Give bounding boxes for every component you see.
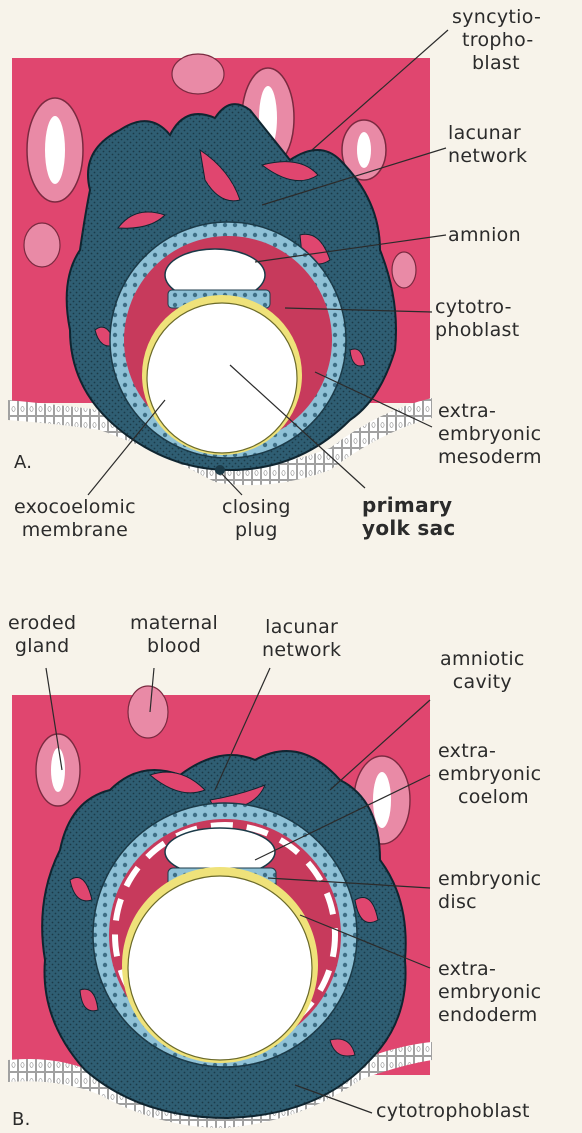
label-extraembryonic-coelom: extra- embryonic coelom: [438, 740, 541, 809]
label-cytotrophoblast-b: cytotrophoblast: [376, 1100, 530, 1123]
label-amnion: amnion: [448, 224, 521, 247]
label-embryonic-disc: embryonic disc: [438, 868, 541, 914]
label-closing-plug: closing plug: [222, 496, 291, 542]
label-amniotic-cavity: amniotic cavity: [440, 648, 525, 694]
label-primary-yolk-sac: primary yolk sac: [362, 494, 456, 540]
panel-label-b: B.: [12, 1108, 31, 1131]
diagram-b: [8, 668, 432, 1128]
primary-yolk-sac-a: [147, 303, 297, 453]
label-exocoelomic-membrane: exocoelomic membrane: [14, 496, 136, 542]
yolk-sac-b: [128, 876, 312, 1060]
label-eroded-gland: eroded gland: [8, 612, 76, 658]
label-extraembryonic-endoderm: extra- embryonic endoderm: [438, 958, 541, 1027]
label-lacunar-network-a: lacunar network: [448, 122, 527, 168]
panel-label-a: A.: [14, 451, 32, 474]
diagram-a: [8, 30, 448, 495]
closing-plug-a: [215, 465, 225, 475]
label-lacunar-network-b: lacunar network: [262, 616, 341, 662]
label-extraembryonic-mesoderm: extra- embryonic mesoderm: [438, 400, 542, 469]
label-maternal-blood: maternal blood: [130, 612, 218, 658]
label-cytotrophoblast-a: cytotro- phoblast: [435, 296, 519, 342]
label-syncytiotrophoblast: syncytio- tropho- blast: [452, 6, 541, 75]
